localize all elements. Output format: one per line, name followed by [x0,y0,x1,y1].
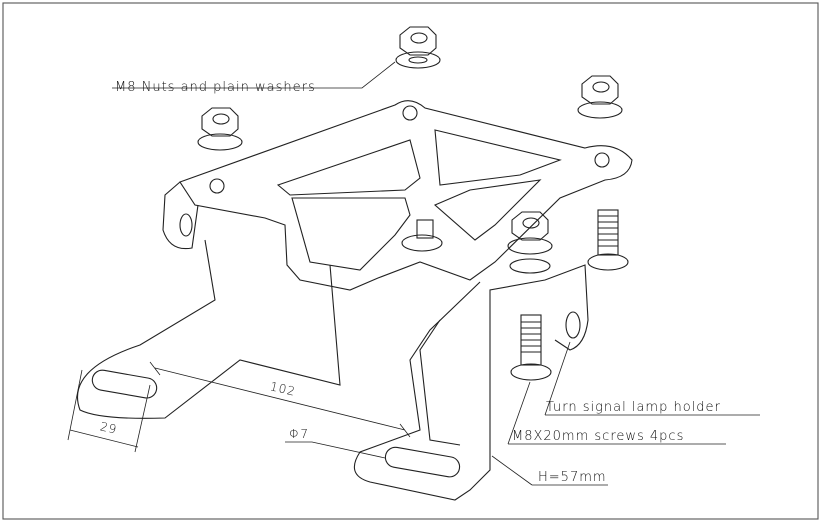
slot-right [384,446,461,478]
mount-hole [402,105,418,121]
left-arm [76,239,341,419]
label-height: H=57mm [538,470,607,485]
plate-cutout-4 [291,197,411,271]
screw-upper [401,219,443,252]
plate-cutout-2 [434,129,562,186]
label-lamp-holder: Turn signal lamp holder [546,400,721,415]
right-arm [353,264,589,501]
top-plate [179,100,633,291]
plate-cutout-3 [433,179,542,241]
nut-washer-4 [507,211,553,274]
nut-washer-1 [395,26,441,69]
nut-washer-2 [577,75,623,119]
screw-right [587,209,629,271]
screw-lower [510,314,552,381]
label-screws: M8X20mm screws 4pcs [512,429,685,444]
dimension-lines [67,61,760,486]
plate-cutout-1 [276,139,421,196]
dimension-hole: Φ7 [289,427,309,441]
slot-left [91,369,158,399]
label-nuts: M8 Nuts and plain washers [115,80,316,95]
left-flange [162,181,199,250]
mount-hole [209,178,225,194]
nut-washer-3 [197,107,243,151]
mount-hole [594,152,610,168]
